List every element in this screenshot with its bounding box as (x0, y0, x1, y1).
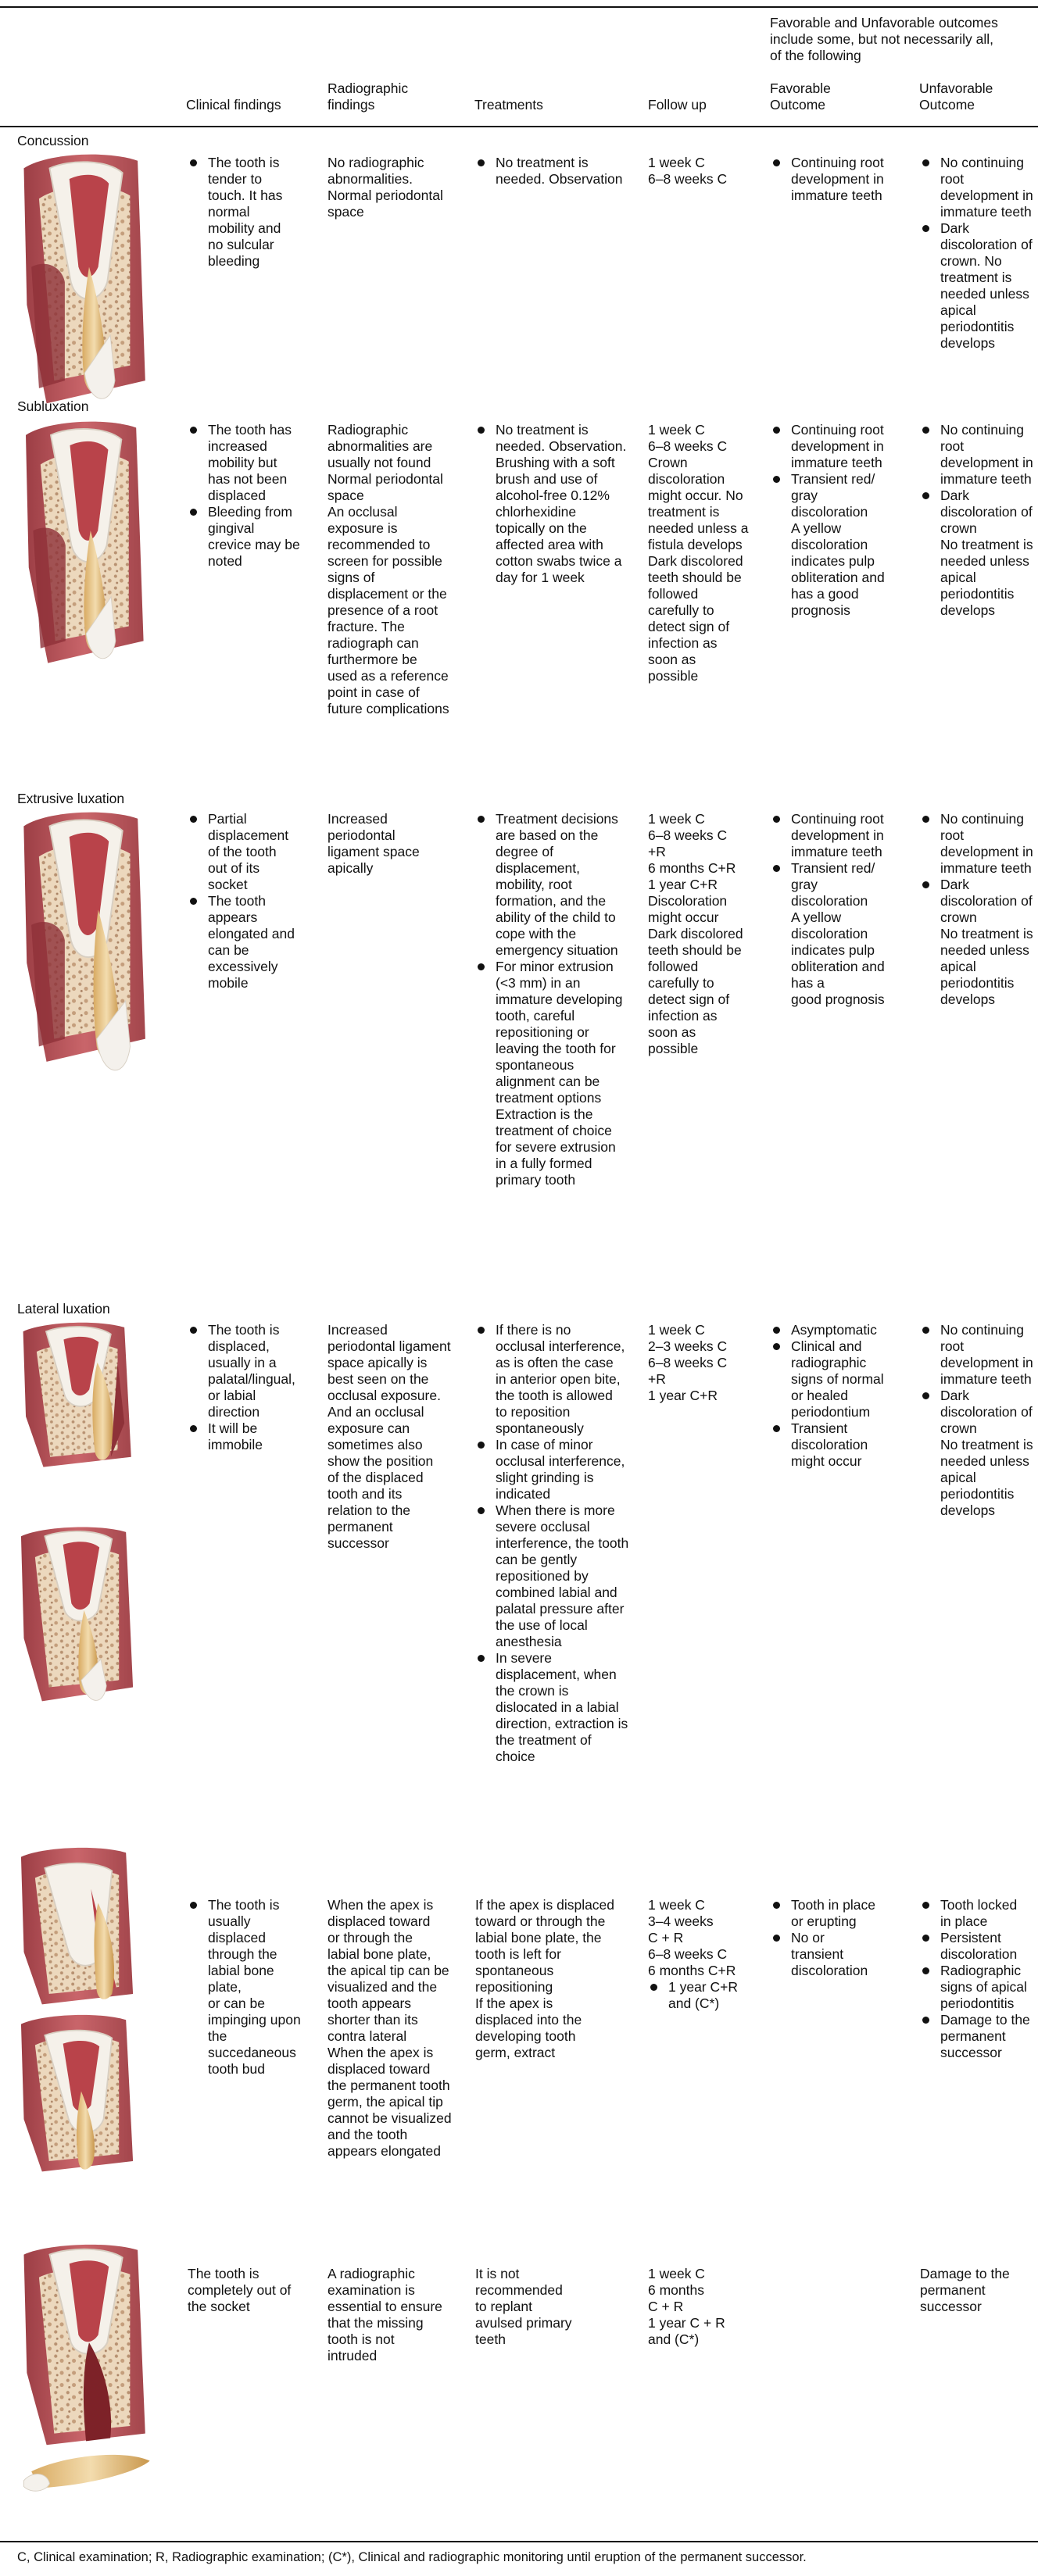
row-label-subluxation: Subluxation (17, 398, 89, 414)
table-bottom-rule (0, 2541, 1038, 2542)
concussion-radiographic: No radiographic abnormalities. Normal pe… (328, 155, 443, 220)
concussion-unfavorable-list: No continuing root development in immatu… (920, 155, 1033, 352)
lateral-luxation-tooth-icon-2 (20, 1527, 134, 1702)
extrusive-followup: 1 week C 6–8 weeks C +R 6 months C+R 1 y… (648, 811, 743, 1056)
intrusion-unfavorable-list: Tooth locked in place Persistent discolo… (920, 1897, 1030, 2061)
list-item: No continuing root development in immatu… (920, 1322, 1033, 1388)
list-item: Clinical and radiographic signs of norma… (771, 1338, 884, 1420)
intrusion-radiographic: When the apex is displaced toward or thr… (328, 1897, 452, 2159)
header-outcomes-group: Favorable and Unfavorable outcomes inclu… (770, 15, 998, 63)
list-item: Bleeding from gingival crevice may be no… (188, 504, 300, 570)
lateral-favorable-list: Asymptomatic Clinical and radiographic s… (771, 1322, 884, 1470)
list-item: No continuing root development in immatu… (920, 422, 1033, 488)
extrusive-favorable-list: Continuing root development in immature … (771, 811, 885, 1008)
concussion-followup: 1 week C 6–8 weeks C (648, 155, 728, 187)
list-item: Dark discoloration of crown No treatment… (920, 1388, 1033, 1519)
list-item: The tooth is usually displaced through t… (188, 1897, 301, 2078)
lateral-unfavorable-list: No continuing root development in immatu… (920, 1322, 1033, 1519)
subluxation-unfavorable-list: No continuing root development in immatu… (920, 422, 1033, 619)
avulsion-followup: 1 week C 6 months C + R 1 year C + R and… (648, 2266, 725, 2347)
list-item: For minor extrusion (<3 mm) in an immatu… (475, 959, 622, 1188)
subluxation-radiographic: Radiographic abnormalities are usually n… (328, 422, 449, 716)
lateral-followup: 1 week C 2–3 weeks C 6–8 weeks C +R 1 ye… (648, 1322, 728, 1403)
list-item: The tooth is tender to touch. It has nor… (188, 155, 282, 270)
list-item: When there is more severe occlusal inter… (475, 1502, 628, 1650)
header-unfavorable: Unfavorable Outcome (919, 80, 993, 113)
intrusion-followup-list: 1 year C+R and (C*) (648, 1979, 738, 2012)
subluxation-favorable-list: Continuing root development in immature … (771, 422, 885, 619)
extrusive-luxation-tooth-icon (23, 811, 146, 1071)
list-item: The tooth is displaced, usually in a pal… (188, 1322, 295, 1420)
extrusive-unfavorable-list: No continuing root development in immatu… (920, 811, 1033, 1008)
list-item: No or transient discoloration (771, 1930, 875, 1979)
list-item: Tooth in place or erupting (771, 1897, 875, 1930)
list-item: The tooth appears elongated and can be e… (188, 893, 295, 991)
table-footnote: C, Clinical examination; R, Radiographic… (17, 2550, 807, 2564)
header-treatments: Treatments (474, 97, 543, 113)
intrusion-tooth-icon-1 (20, 1847, 134, 2005)
list-item: Continuing root development in immature … (771, 811, 885, 860)
table-top-rule (0, 6, 1038, 8)
list-item: No treatment is needed. Observation (475, 155, 622, 188)
list-item: No continuing root development in immatu… (920, 811, 1033, 877)
list-item: Radiographic signs of apical periodontit… (920, 1963, 1030, 2012)
header-radiographic: Radiographic findings (328, 80, 409, 113)
avulsion-radiographic: A radiographic examination is essential … (328, 2266, 442, 2363)
list-item: Damage to the permanent successor (920, 2012, 1030, 2061)
intrusion-treatments: If the apex is displaced toward or throu… (475, 1897, 615, 2060)
list-item: If there is no occlusal interference, as… (475, 1322, 628, 1437)
lateral-luxation-tooth-icon-1 (23, 1322, 131, 1467)
row-label-lateral-luxation: Lateral luxation (17, 1301, 110, 1317)
lateral-clinical-list: The tooth is displaced, usually in a pal… (188, 1322, 295, 1453)
list-item: Dark discoloration of crown. No treatmen… (920, 220, 1033, 352)
list-item: Dark discoloration of crown No treatment… (920, 877, 1033, 1008)
row-label-extrusive-luxation: Extrusive luxation (17, 791, 125, 806)
list-item: The tooth has increased mobility but has… (188, 422, 300, 504)
subluxation-tooth-icon (25, 420, 145, 664)
list-item: No continuing root development in immatu… (920, 155, 1033, 220)
concussion-favorable-list: Continuing root development in immature … (771, 155, 884, 204)
intrusion-tooth-icon-2 (20, 2014, 134, 2172)
avulsion-treatments: It is not recommended to replant avulsed… (475, 2266, 572, 2347)
concussion-tooth-icon (23, 153, 146, 405)
intrusion-clinical-list: The tooth is usually displaced through t… (188, 1897, 301, 2078)
list-item: It will be immobile (188, 1420, 295, 1453)
list-item: In severe displacement, when the crown i… (475, 1650, 628, 1765)
list-item: Asymptomatic (771, 1322, 884, 1338)
lateral-treatments-list: If there is no occlusal interference, as… (475, 1322, 628, 1765)
list-item: Dark discoloration of crown No treatment… (920, 488, 1033, 619)
list-item: Transient discoloration might occur (771, 1420, 884, 1470)
header-rule (0, 126, 1038, 127)
subluxation-clinical-list: The tooth has increased mobility but has… (188, 422, 300, 570)
avulsion-tooth-icon (23, 2244, 150, 2492)
extrusive-treatments-list: Treatment decisions are based on the deg… (475, 811, 622, 1188)
concussion-treatments-list: No treatment is needed. Observation (475, 155, 622, 188)
header-favorable: Favorable Outcome (770, 80, 831, 113)
lateral-radiographic: Increased periodontal ligament space api… (328, 1322, 451, 1551)
list-item: Tooth locked in place (920, 1897, 1030, 1930)
row-label-concussion: Concussion (17, 133, 89, 148)
list-item: Transient red/ gray discoloration A yell… (771, 860, 885, 1008)
list-item: Persistent discoloration (920, 1930, 1030, 1963)
list-item: No treatment is needed. Observation. Bru… (475, 422, 626, 586)
concussion-clinical-list: The tooth is tender to touch. It has nor… (188, 155, 282, 270)
list-item: Treatment decisions are based on the deg… (475, 811, 622, 959)
header-followup: Follow up (648, 97, 707, 113)
avulsion-clinical: The tooth is completely out of the socke… (188, 2266, 292, 2314)
avulsion-unfavorable: Damage to the permanent successor (920, 2266, 1010, 2314)
intrusion-followup: 1 week C 3–4 weeks C + R 6–8 weeks C 6 m… (648, 1897, 736, 1978)
intrusion-favorable-list: Tooth in place or erupting No or transie… (771, 1897, 875, 1979)
list-item: Continuing root development in immature … (771, 155, 884, 204)
extrusive-radiographic: Increased periodontal ligament space api… (328, 811, 420, 876)
list-item: Continuing root development in immature … (771, 422, 885, 471)
subluxation-treatments-list: No treatment is needed. Observation. Bru… (475, 422, 626, 586)
list-item: 1 year C+R and (C*) (648, 1979, 738, 2012)
list-item: Partial displacement of the tooth out of… (188, 811, 295, 893)
header-clinical: Clinical findings (186, 97, 281, 113)
extrusive-clinical-list: Partial displacement of the tooth out of… (188, 811, 295, 991)
subluxation-followup: 1 week C 6–8 weeks C Crown discoloration… (648, 422, 749, 684)
list-item: Transient red/ gray discoloration A yell… (771, 471, 885, 619)
list-item: In case of minor occlusal interference, … (475, 1437, 628, 1502)
